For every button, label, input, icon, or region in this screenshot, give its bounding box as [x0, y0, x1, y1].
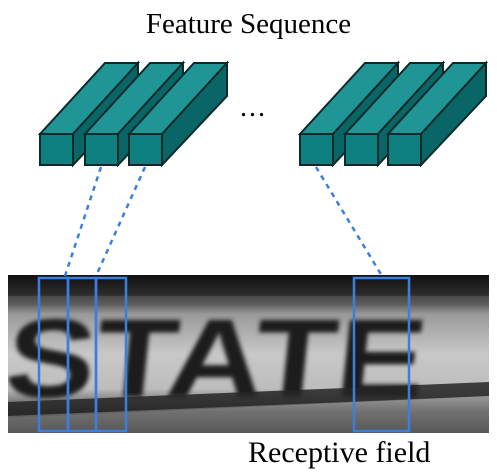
connector-2 [94, 166, 147, 277]
feature-vector-3 [126, 60, 230, 168]
receptive-field-caption: Receptive field [248, 436, 431, 469]
feature-group-left [37, 60, 230, 168]
feature-group-right [297, 60, 489, 168]
connector-3 [314, 166, 384, 277]
feature-vector-6 [385, 60, 489, 168]
receptive-box-3 [94, 276, 128, 433]
text-image-strip: STATE [8, 275, 489, 433]
ellipsis: ... [240, 92, 267, 123]
dashed-connectors [63, 166, 384, 277]
receptive-boxes [37, 276, 411, 433]
connector-1 [63, 166, 103, 277]
diagram-title: Feature Sequence [145, 8, 352, 40]
receptive-box-4 [352, 276, 411, 433]
